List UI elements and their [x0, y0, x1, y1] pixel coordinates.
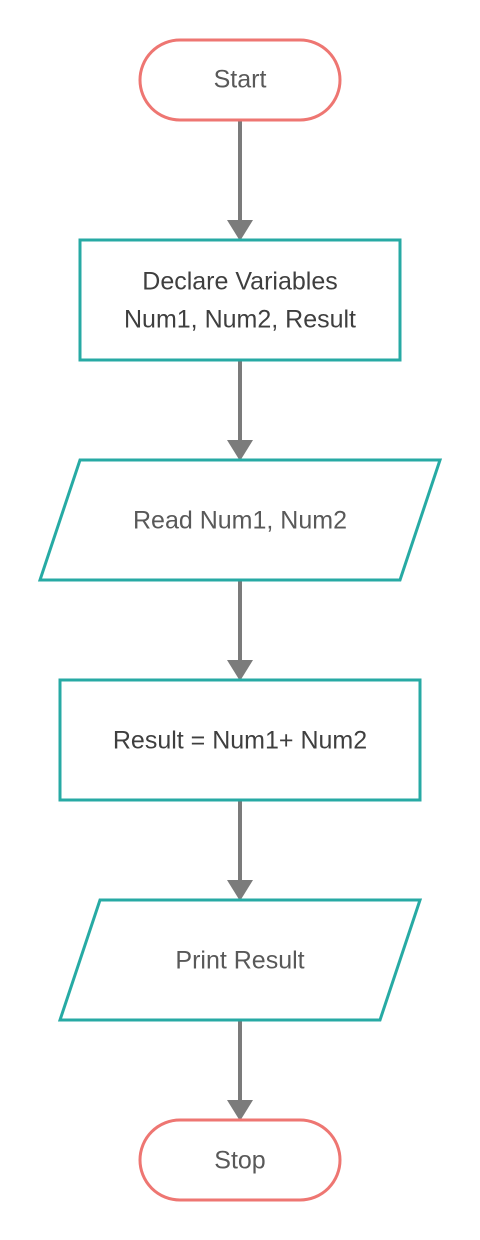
read-label: Read Num1, Num2: [133, 507, 347, 535]
start-label: Start: [214, 66, 267, 94]
connector-compute-to-print: [227, 801, 253, 901]
stop-label: Stop: [214, 1147, 265, 1175]
connector-start-to-declare: [227, 121, 253, 241]
print-output-node: Print Result: [57, 898, 423, 1022]
start-node: Start: [138, 38, 342, 122]
read-input-node: Read Num1, Num2: [37, 458, 443, 582]
connector-declare-to-read: [227, 361, 253, 461]
declare-label-line1: Declare Variables: [142, 268, 337, 296]
compute-label: Result = Num1+ Num2: [113, 727, 367, 755]
stop-node: Stop: [138, 1118, 342, 1202]
connector-read-to-compute: [227, 581, 253, 681]
print-label: Print Result: [175, 947, 304, 975]
compute-result-node: Result = Num1+ Num2: [58, 678, 422, 802]
connector-print-to-stop: [227, 1021, 253, 1121]
declare-label-line2: Num1, Num2, Result: [124, 306, 356, 334]
declare-variables-node: Declare Variables Num1, Num2, Result: [78, 238, 402, 362]
